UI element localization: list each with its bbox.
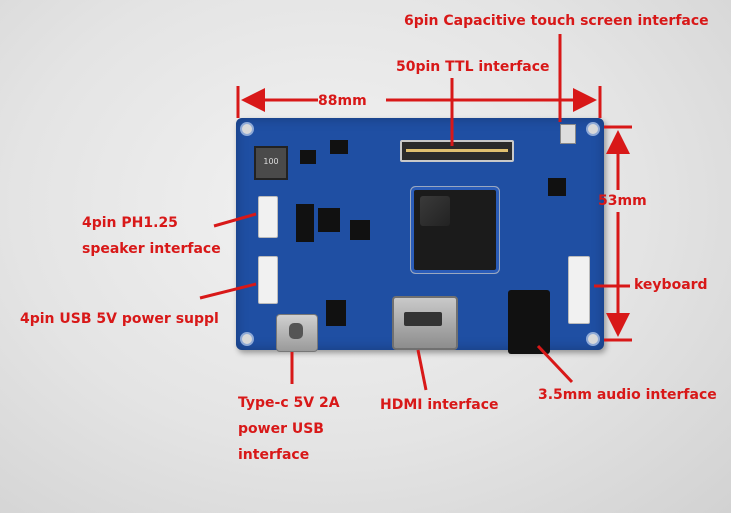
- typec-label-line1: Type-c 5V 2A: [238, 395, 340, 411]
- keyboard-label: keyboard: [634, 277, 708, 293]
- regulator-component: [326, 300, 346, 326]
- usb-power-label: 4pin USB 5V power suppl: [20, 311, 219, 327]
- inductor-component: 100: [254, 146, 288, 180]
- typec-label-line2: power USB: [238, 421, 324, 437]
- speaker-label-line2: speaker interface: [82, 241, 221, 257]
- usb-power-connector: [258, 256, 278, 304]
- mounting-hole: [586, 122, 600, 136]
- main-controller-chip: [414, 190, 496, 270]
- ttl-50pin-label: 50pin TTL interface: [396, 59, 550, 75]
- height-dimension-label: 53mm: [598, 193, 647, 209]
- ic-component: [318, 208, 340, 232]
- keyboard-connector: [568, 256, 590, 324]
- mounting-hole: [240, 332, 254, 346]
- audio-jack: [508, 290, 550, 354]
- type-c-port: [276, 314, 318, 352]
- ic-component: [330, 140, 348, 154]
- speaker-connector: [258, 196, 278, 238]
- mounting-hole: [240, 122, 254, 136]
- ic-component: [296, 204, 314, 242]
- ic-component: [350, 220, 370, 240]
- hdmi-port: [392, 296, 458, 350]
- audio-label: 3.5mm audio interface: [538, 387, 717, 403]
- hdmi-label: HDMI interface: [380, 397, 499, 413]
- typec-label-line3: interface: [238, 447, 310, 463]
- speaker-label-line1: 4pin PH1.25: [82, 215, 178, 231]
- ttl-50pin-connector: [400, 140, 514, 162]
- ic-component: [300, 150, 316, 164]
- mounting-hole: [586, 332, 600, 346]
- touch-connector: [560, 124, 576, 144]
- ic-component: [548, 178, 566, 196]
- width-dimension-label: 88mm: [318, 93, 367, 109]
- touch-6pin-label: 6pin Capacitive touch screen interface: [404, 13, 709, 29]
